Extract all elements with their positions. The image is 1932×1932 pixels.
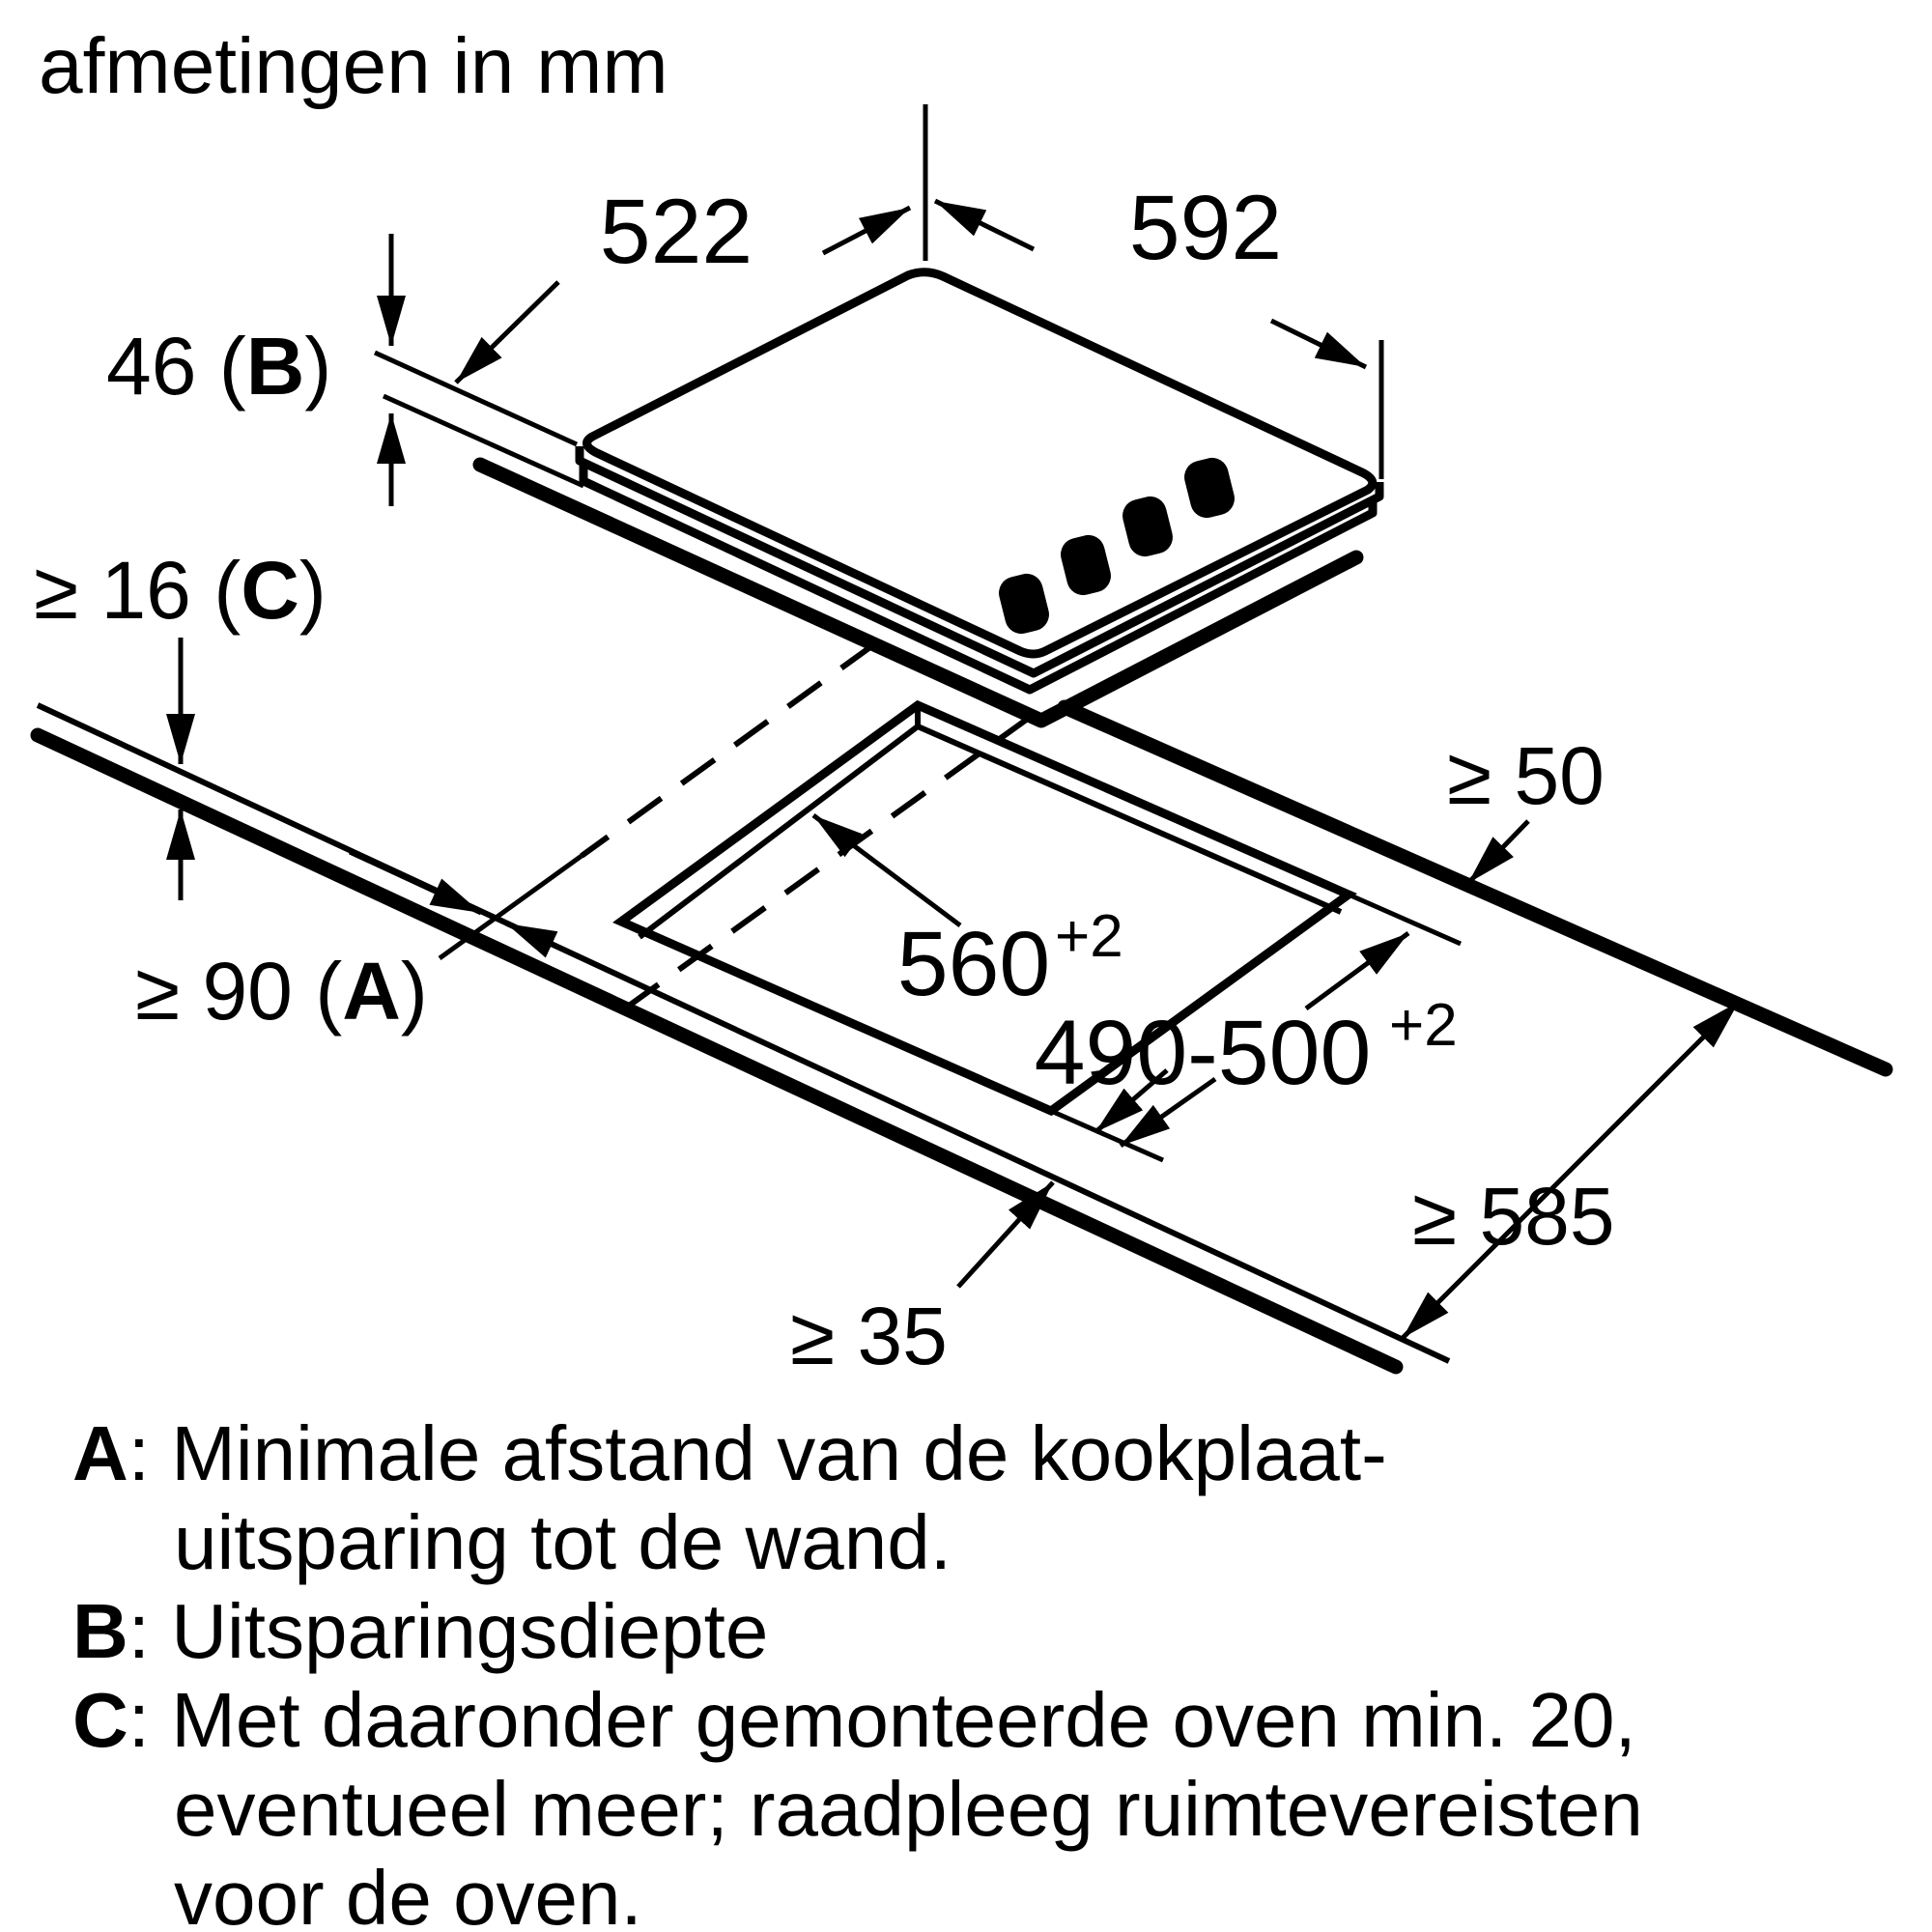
extension-line-cooktop-top <box>373 350 579 447</box>
legend-row-b: B: Uitsparingsdiepte <box>72 1588 768 1674</box>
extension-lines <box>373 104 1463 1163</box>
arrow-522 <box>454 280 560 384</box>
dim-cooktop-height: 46 (B) <box>106 321 331 412</box>
dim-cooktop-width: 592 <box>1129 177 1283 279</box>
arrow-35 <box>956 1180 1055 1289</box>
dim-worktop-depth: ≥ 585 <box>1412 1171 1615 1262</box>
dim-clearance-front: ≥ 35 <box>790 1291 948 1381</box>
guide-dashed-line <box>580 641 876 859</box>
arrow-560 <box>811 813 962 927</box>
guide-dashed-line <box>616 713 1034 1016</box>
cooktop-top-surface <box>582 268 1378 659</box>
legend-row-c2: eventueel meer; raadpleeg ruimtevereiste… <box>174 1766 1643 1852</box>
dim-cutout-depth: 490-500 <box>1035 1002 1372 1104</box>
arrow-592 <box>933 198 1036 252</box>
worktop <box>30 699 1893 1375</box>
cooktop-plate-edge <box>575 446 1384 678</box>
dimension-arrows <box>166 198 1741 1340</box>
arrow-35 <box>1094 1068 1169 1134</box>
control-knobs <box>999 457 1235 635</box>
arrow-585 <box>1401 1000 1741 1340</box>
wall-line <box>1057 699 1893 1077</box>
extension-line-cutout-front <box>1049 1108 1165 1163</box>
arrow-522 <box>821 205 912 256</box>
cooktop-base-edge <box>579 463 1378 695</box>
arrow-490-500 <box>1119 1076 1217 1149</box>
worktop-front-bottom-edge <box>30 727 1404 1375</box>
arrow-90A <box>348 849 483 916</box>
dim-clearance-rear: ≥ 50 <box>1447 730 1605 821</box>
dimension-labels: 522 592 46 (B) ≥ 16 (C) 560 +2 490-500 +… <box>34 177 1615 1381</box>
arrow-490-500 <box>1304 930 1410 1011</box>
cooktop <box>472 268 1384 728</box>
arrow-50 <box>1466 819 1530 885</box>
legend-row-a1: A: Minimale afstand van de kookplaat- <box>72 1410 1387 1496</box>
dim-worktop-thickness: ≥ 16 (C) <box>34 545 327 636</box>
dim-cutout-width: 560 <box>897 913 1051 1015</box>
legend-row-c1: C: Met daaronder gemonteerde oven min. 2… <box>72 1677 1636 1763</box>
dim-cutout-width-tolerance: +2 <box>1055 903 1123 970</box>
extension-line-cooktop-bottom <box>382 393 585 489</box>
knob-icon <box>1184 457 1235 519</box>
legend-row-c3: voor de oven. <box>174 1855 642 1932</box>
knob-icon <box>1061 534 1111 596</box>
legend: A: Minimale afstand van de kookplaat- ui… <box>72 1410 1643 1932</box>
legend-row-a2: uitsparing tot de wand. <box>174 1499 952 1585</box>
wall-extension-line <box>438 853 583 961</box>
page-title: afmetingen in mm <box>39 22 668 110</box>
arrow-90A <box>504 921 639 987</box>
cooktop-base-shadow <box>472 457 1364 728</box>
dim-clearance-wall: ≥ 90 (A) <box>135 946 428 1037</box>
knob-icon <box>1122 496 1173 557</box>
dim-cooktop-depth: 522 <box>600 181 753 283</box>
projection-guides <box>438 641 1034 1016</box>
worktop-front-top-edge <box>36 702 1451 1364</box>
dim-cutout-depth-tolerance: +2 <box>1389 992 1458 1059</box>
extension-line-cutout-right <box>1347 892 1463 947</box>
arrow-592 <box>1269 318 1368 370</box>
knob-icon <box>999 573 1049 635</box>
